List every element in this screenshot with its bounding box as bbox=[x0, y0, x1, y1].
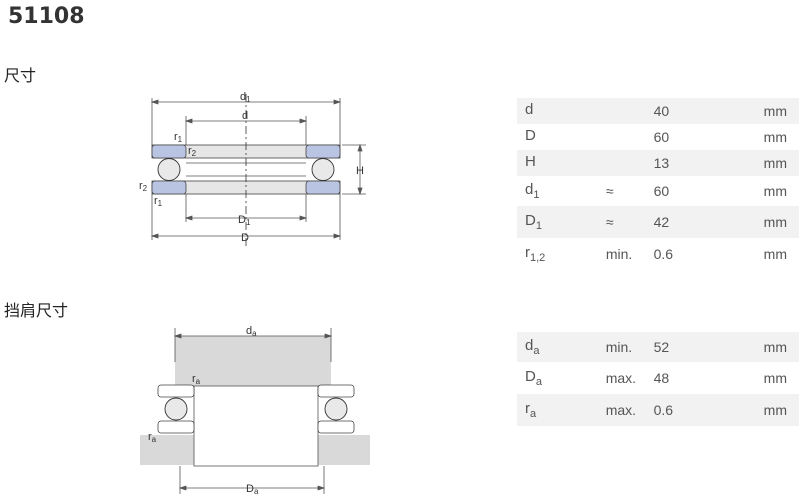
section-title-abutment: 挡肩尺寸 bbox=[4, 301, 69, 320]
ball-left bbox=[157, 158, 181, 181]
label-H: H bbox=[356, 165, 364, 177]
label-r2-left: r2 bbox=[139, 180, 148, 193]
table-row: Da max. 48 mm bbox=[525, 368, 787, 388]
label-ra-left: ra bbox=[148, 431, 157, 444]
label-r2-top: r2 bbox=[188, 145, 197, 158]
ball-right-2 bbox=[324, 397, 348, 421]
label-d1: d1 bbox=[240, 91, 251, 104]
left-washers bbox=[157, 384, 195, 434]
section-title-dimensions: 尺寸 bbox=[4, 66, 37, 85]
lower-washer bbox=[151, 180, 341, 195]
label-Da: Da bbox=[246, 483, 259, 496]
bearing-dimension-diagram: d1 d r1 r2 r2 r1 H D1 D bbox=[139, 91, 366, 246]
table-row: r1,2 min. 0.6 mm bbox=[525, 244, 787, 264]
label-ra-top: ra bbox=[192, 373, 201, 386]
table-row: D 60 mm bbox=[525, 127, 787, 145]
housing-top bbox=[175, 336, 331, 386]
label-r1-left: r1 bbox=[154, 195, 163, 208]
abutment-dimension-diagram: da ra ra Da bbox=[140, 325, 370, 496]
label-da: da bbox=[246, 325, 257, 338]
right-washers bbox=[317, 384, 355, 434]
table-row: ra max. 0.6 mm bbox=[517, 394, 799, 426]
abutment-table: da min. 52 mm Da max. 48 mm ra max. 0.6 … bbox=[517, 332, 799, 426]
label-D1: D1 bbox=[238, 214, 251, 227]
label-D: D bbox=[241, 232, 249, 244]
table-row: D1 ≈ 42 mm bbox=[517, 206, 799, 238]
label-d: d bbox=[242, 110, 248, 122]
table-row: d 40 mm bbox=[517, 98, 799, 124]
page-title: 51108 bbox=[8, 4, 85, 29]
table-row: H 13 mm bbox=[517, 150, 799, 176]
ball-left-2 bbox=[164, 397, 188, 421]
ball-right bbox=[311, 158, 335, 181]
table-row: d1 ≈ 60 mm bbox=[525, 181, 787, 201]
table-row: da min. 52 mm bbox=[517, 332, 799, 362]
dimensions-table: d 40 mm D 60 mm H 13 mm d1 ≈ 60 mm D1 ≈ … bbox=[517, 98, 799, 270]
label-r1-top: r1 bbox=[174, 131, 183, 144]
shaft bbox=[193, 385, 319, 467]
